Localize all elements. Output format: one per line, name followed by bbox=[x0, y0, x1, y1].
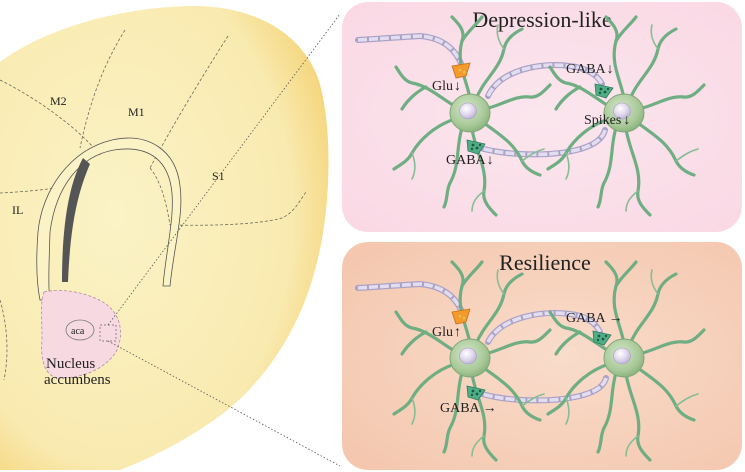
panel-resilience: Resilience Glu↑ GABA→ GABA→ bbox=[342, 242, 742, 470]
aca-outline bbox=[65, 319, 95, 341]
axon-left-to-right bbox=[485, 62, 605, 99]
label-glu: Glu↓ bbox=[432, 79, 461, 94]
panel-resilience-title: Resilience bbox=[499, 250, 591, 275]
label-nucleus: Nucleus bbox=[46, 356, 95, 372]
corpus-callosum bbox=[36, 137, 182, 301]
panel-depression: Depression-like Glu↓ GABA↓ Spikes↓ GABA↓ bbox=[342, 2, 742, 232]
label-spikes: Spikes↓ bbox=[584, 113, 630, 128]
brain-section: M2 M1 S1 IL aca Nucleus accumbens bbox=[0, 5, 341, 471]
label-m2: M2 bbox=[50, 94, 67, 108]
axon-right-to-left bbox=[479, 375, 609, 404]
label-gaba-lower: GABA↓ bbox=[446, 153, 494, 168]
label-gaba-right: GABA↓ bbox=[566, 62, 614, 77]
axon-right-to-left bbox=[477, 127, 608, 158]
label-s1: S1 bbox=[212, 169, 225, 183]
lateral-ventricle bbox=[62, 158, 90, 282]
label-accumbens: accumbens bbox=[44, 372, 111, 388]
panel-depression-bg bbox=[342, 2, 742, 232]
label-il: IL bbox=[12, 203, 23, 217]
panel-resilience-bg bbox=[342, 242, 742, 470]
label-gaba-lower: GABA→ bbox=[440, 401, 497, 416]
label-aca: aca bbox=[71, 326, 85, 337]
label-glu: Glu↑ bbox=[432, 325, 461, 340]
axon-left-to-right bbox=[485, 310, 603, 345]
zoom-line-top bbox=[107, 13, 341, 326]
panel-depression-title: Depression-like bbox=[472, 7, 611, 32]
label-m1: M1 bbox=[128, 105, 145, 119]
nucleus-accumbens-region bbox=[41, 290, 121, 379]
label-gaba-right: GABA→ bbox=[566, 311, 623, 326]
